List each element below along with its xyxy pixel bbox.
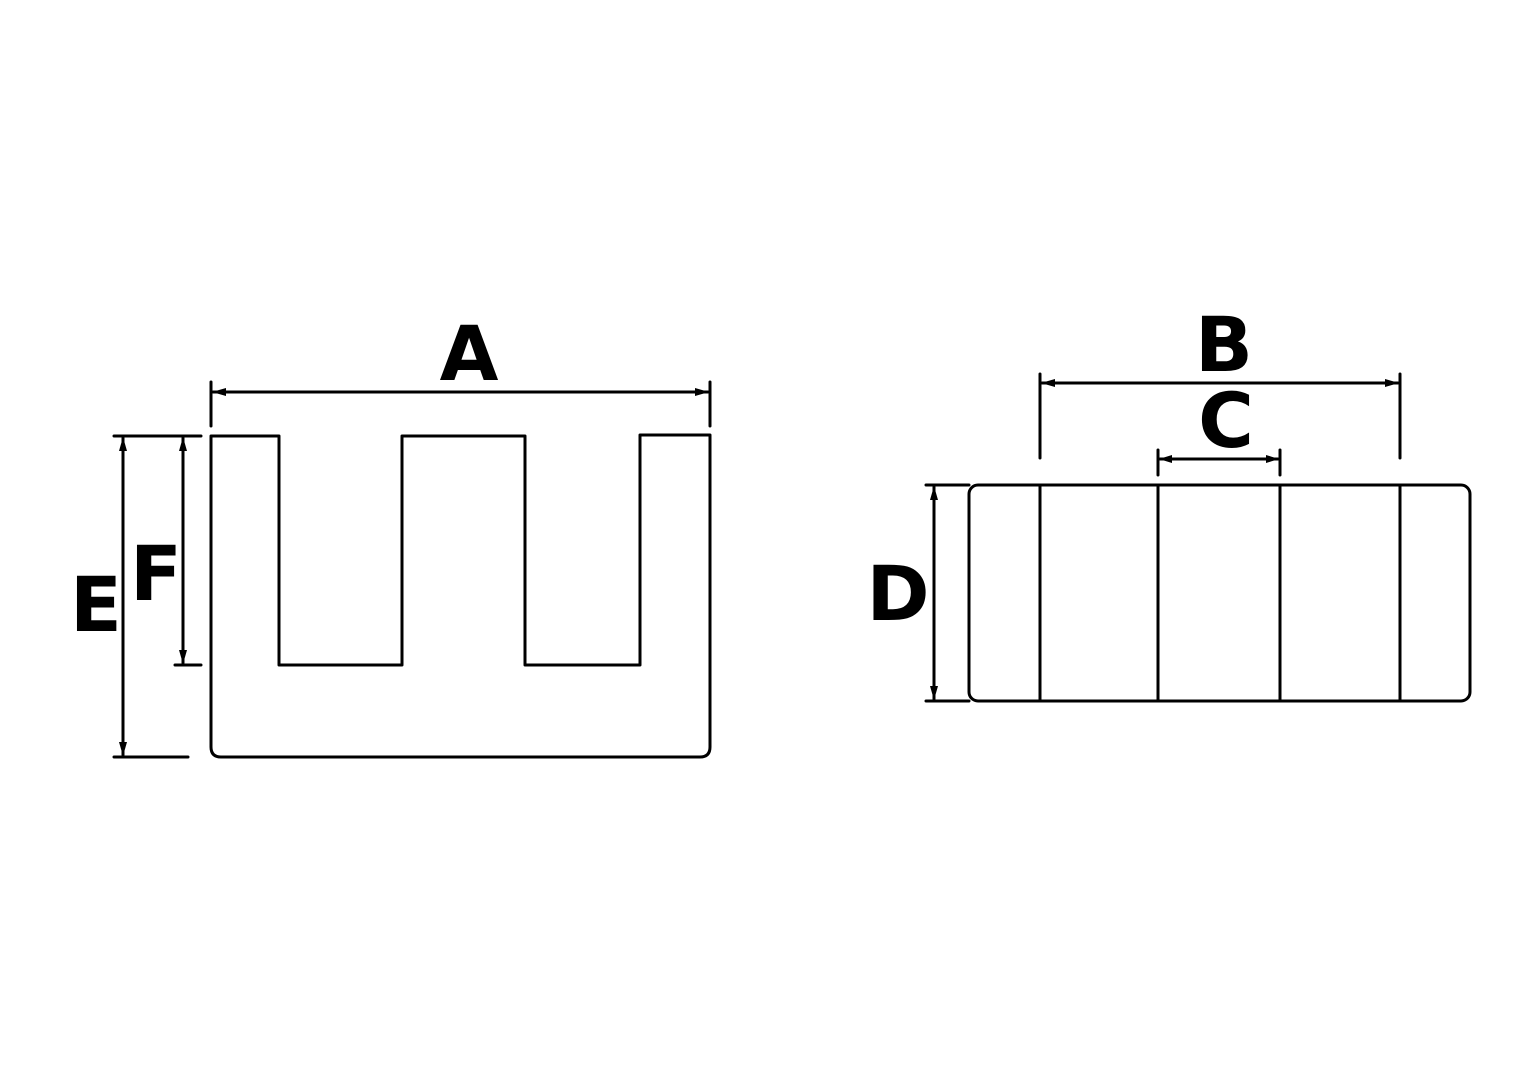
e-core-front-outline (209, 433, 712, 759)
dimension-a-label: A (440, 309, 499, 398)
dimension-d-label: D (866, 549, 929, 638)
front-view: A E F (70, 309, 712, 759)
dimension-d: D (866, 483, 971, 703)
dimension-b-arrow-left (1041, 379, 1055, 387)
dimension-f: F (130, 436, 203, 667)
dimension-e-arrow-bottom (119, 742, 127, 756)
dimension-d-arrow-top (930, 486, 938, 500)
dimension-a-arrow-right (695, 388, 709, 396)
dimension-d-arrow-bottom (930, 686, 938, 700)
dimension-e-arrow-top (119, 437, 127, 451)
side-view: B C D (866, 300, 1472, 703)
dimension-e: E (70, 434, 203, 759)
dimension-a-arrow-left (212, 388, 226, 396)
dimension-f-arrow-top (179, 437, 187, 451)
dimension-b: B (1038, 300, 1402, 460)
dimension-f-arrow-bottom (179, 650, 187, 664)
dimension-e-label: E (70, 560, 122, 649)
e-core-side-outline (967, 483, 1472, 703)
dimension-c-arrow-right (1266, 455, 1279, 463)
dimension-b-arrow-right (1385, 379, 1399, 387)
dimension-c-label: C (1198, 376, 1254, 465)
dimension-b-label: B (1195, 300, 1253, 389)
dimension-c-arrow-left (1159, 455, 1172, 463)
dimension-c: C (1156, 376, 1282, 477)
dimension-f-label: F (130, 529, 182, 618)
dimension-a: A (209, 309, 712, 428)
